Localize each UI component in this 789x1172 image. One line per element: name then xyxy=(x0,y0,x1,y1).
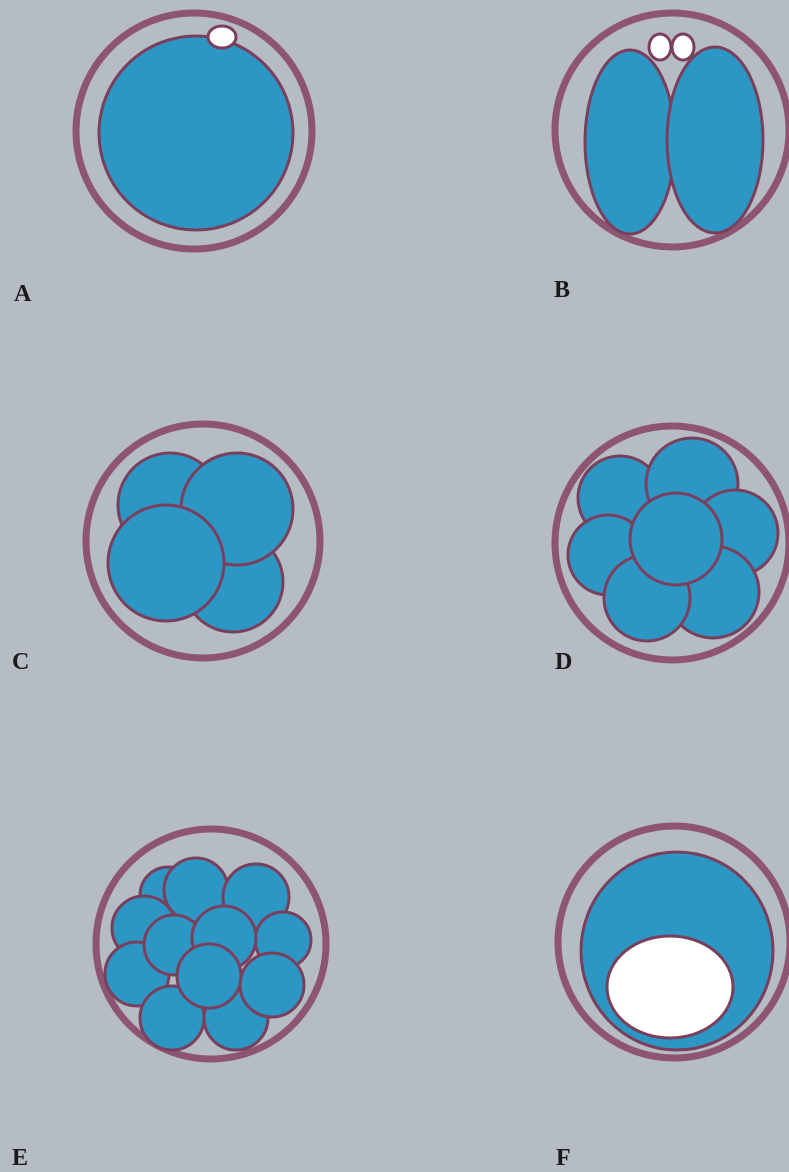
polar-body xyxy=(208,26,236,48)
panel-label-b: B xyxy=(554,278,570,302)
blastomere xyxy=(240,953,304,1017)
blastomere xyxy=(667,47,763,233)
blastomere xyxy=(585,50,675,234)
panel-d-eight-cell xyxy=(555,426,789,660)
polar-body xyxy=(649,34,671,60)
panel-e-morula xyxy=(96,829,326,1059)
polar-body xyxy=(672,34,694,60)
blastomere xyxy=(108,505,224,621)
panel-label-d: D xyxy=(555,650,572,674)
panel-c-four-cell xyxy=(86,424,320,658)
blastomere xyxy=(630,493,722,585)
panel-f-blastocyst xyxy=(558,826,789,1058)
panel-b-two-cell xyxy=(555,13,789,247)
blastomere xyxy=(177,944,241,1008)
blastocoel-cavity xyxy=(607,936,733,1038)
panel-label-e: E xyxy=(12,1146,28,1170)
panel-label-a: A xyxy=(14,282,31,306)
zygote-cell xyxy=(99,36,293,230)
panel-label-f: F xyxy=(556,1146,571,1170)
panel-a-zygote xyxy=(76,13,312,249)
panel-label-c: C xyxy=(12,650,29,674)
